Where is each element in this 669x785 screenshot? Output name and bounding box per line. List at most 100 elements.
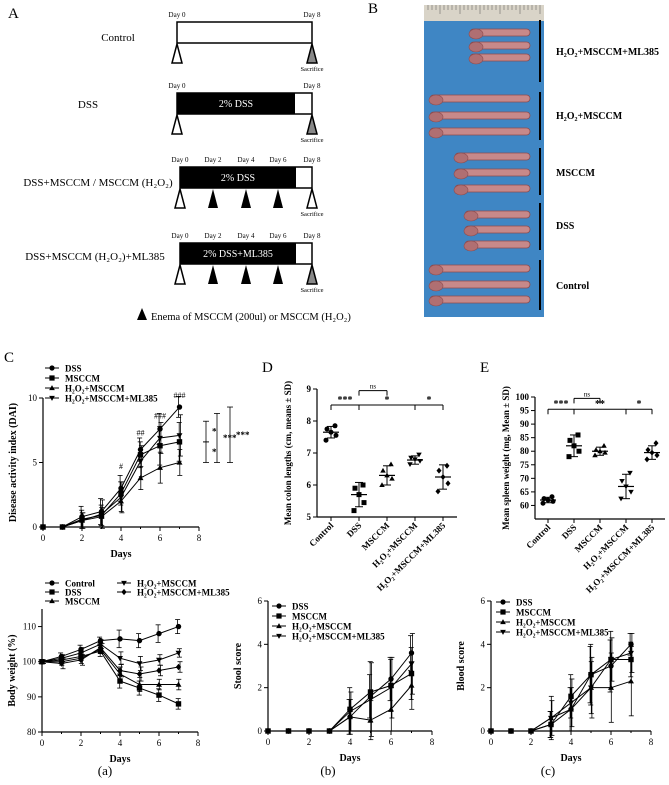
y-tick-label: 5 (33, 458, 38, 468)
row2-start-triangle (171, 112, 183, 135)
row3-enema-day4 (241, 189, 251, 208)
data-point (176, 439, 183, 445)
x-tick-label: 2 (529, 737, 534, 747)
hash-annotation: ### (174, 391, 186, 400)
colon-strip (429, 280, 531, 289)
y-axis-label: Stool score (233, 642, 244, 689)
x-tick-label: 4 (119, 533, 124, 543)
data-point (352, 485, 358, 491)
y-tick-label: 80 (27, 727, 37, 737)
data-point (388, 461, 394, 467)
colon-strip (429, 295, 531, 304)
legend-label: MSCCM (292, 612, 327, 622)
legend-marker (49, 589, 55, 595)
x-tick-label: 6 (389, 737, 394, 747)
data-point (157, 443, 163, 449)
legend-marker (276, 623, 282, 629)
data-point (388, 682, 394, 689)
x-tick-label: 8 (196, 738, 201, 748)
data-point (379, 482, 385, 487)
row4-day0: Day 0 (172, 232, 189, 240)
data-point (567, 437, 573, 443)
x-tick-label: 2 (80, 533, 85, 543)
cecum (428, 94, 444, 106)
data-point (528, 728, 534, 734)
data-point (568, 700, 574, 706)
x-tick-label: 2 (79, 738, 84, 748)
data-point (628, 489, 634, 495)
series-line (42, 648, 179, 686)
series-line (43, 434, 180, 528)
data-point (176, 433, 183, 439)
panel-c-letter: C (4, 350, 14, 366)
data-point (175, 623, 182, 630)
x-axis-label: Days (560, 753, 581, 764)
data-point (608, 684, 614, 690)
data-point (306, 728, 312, 734)
panel-b-sub-letter: (b) (320, 763, 335, 778)
panel-d-letter: D (262, 360, 273, 376)
y-tick-label: 90 (27, 692, 37, 702)
data-point (628, 678, 634, 684)
series-line (268, 663, 412, 732)
sig-label: *** (338, 395, 353, 406)
row3-sacrifice-triangle (306, 186, 318, 209)
data-point (548, 715, 554, 721)
x-tick-label: 8 (649, 737, 654, 747)
y-tick-label: 70 (520, 473, 530, 483)
data-point (435, 488, 441, 495)
legend-label: MSCCM (65, 597, 100, 607)
data-point (326, 728, 333, 734)
cecum (468, 41, 484, 53)
cecum (463, 240, 479, 252)
cecum (463, 225, 479, 237)
group-label-control: Control (556, 281, 589, 292)
data-point (618, 496, 624, 502)
hash-annotation: # (119, 462, 123, 471)
sig-label: ** (595, 399, 605, 410)
legend-label: H₂O₂+MSCCM (137, 579, 197, 589)
legend-marker (500, 609, 506, 615)
data-point (176, 404, 183, 410)
legend-marker (500, 629, 506, 635)
group-label-h2o2-msccm: H₂O₂+MSCCM (556, 111, 623, 122)
sig-label: ns (370, 383, 377, 391)
row4-dss-period (180, 243, 296, 264)
legend-label: H₂O₂+MSCCM+ML385 (292, 632, 385, 642)
row3-dss-period (180, 167, 296, 188)
y-tick-label: 100 (23, 657, 37, 667)
legend-label: H₂O₂+MSCCM+ML385 (516, 628, 609, 638)
y-tick-label: 95 (520, 406, 530, 416)
y-tick-label: 2 (258, 683, 263, 693)
colon-strip (429, 264, 531, 273)
legend-marker (500, 599, 506, 605)
data-point (619, 479, 625, 484)
legend-marker (49, 365, 55, 371)
data-point (445, 480, 451, 487)
legend-label: H₂O₂+MSCCM (516, 618, 576, 628)
sig-label: *** (236, 430, 250, 440)
data-point (601, 443, 607, 448)
row4-sacrifice: Sacrifice (300, 287, 323, 294)
x-tick-label: 4 (569, 737, 574, 747)
legend-marker (49, 598, 55, 604)
data-point (156, 667, 162, 674)
row2-day8: Day 8 (304, 82, 321, 90)
x-tick-label: 0 (266, 737, 271, 747)
y-tick-label: 60 (520, 500, 530, 510)
legend-marker (121, 580, 127, 586)
y-axis-label: Mean colon lengths (cm, means ± SD) (283, 381, 293, 525)
x-tick-label: 8 (430, 737, 435, 747)
data-point (136, 637, 143, 644)
y-tick-label: 6 (307, 480, 312, 490)
data-point (78, 646, 84, 653)
data-point (380, 467, 386, 473)
legend-marker (500, 619, 506, 625)
legend-marker (276, 603, 282, 609)
data-point (408, 455, 414, 461)
data-point (351, 508, 357, 514)
